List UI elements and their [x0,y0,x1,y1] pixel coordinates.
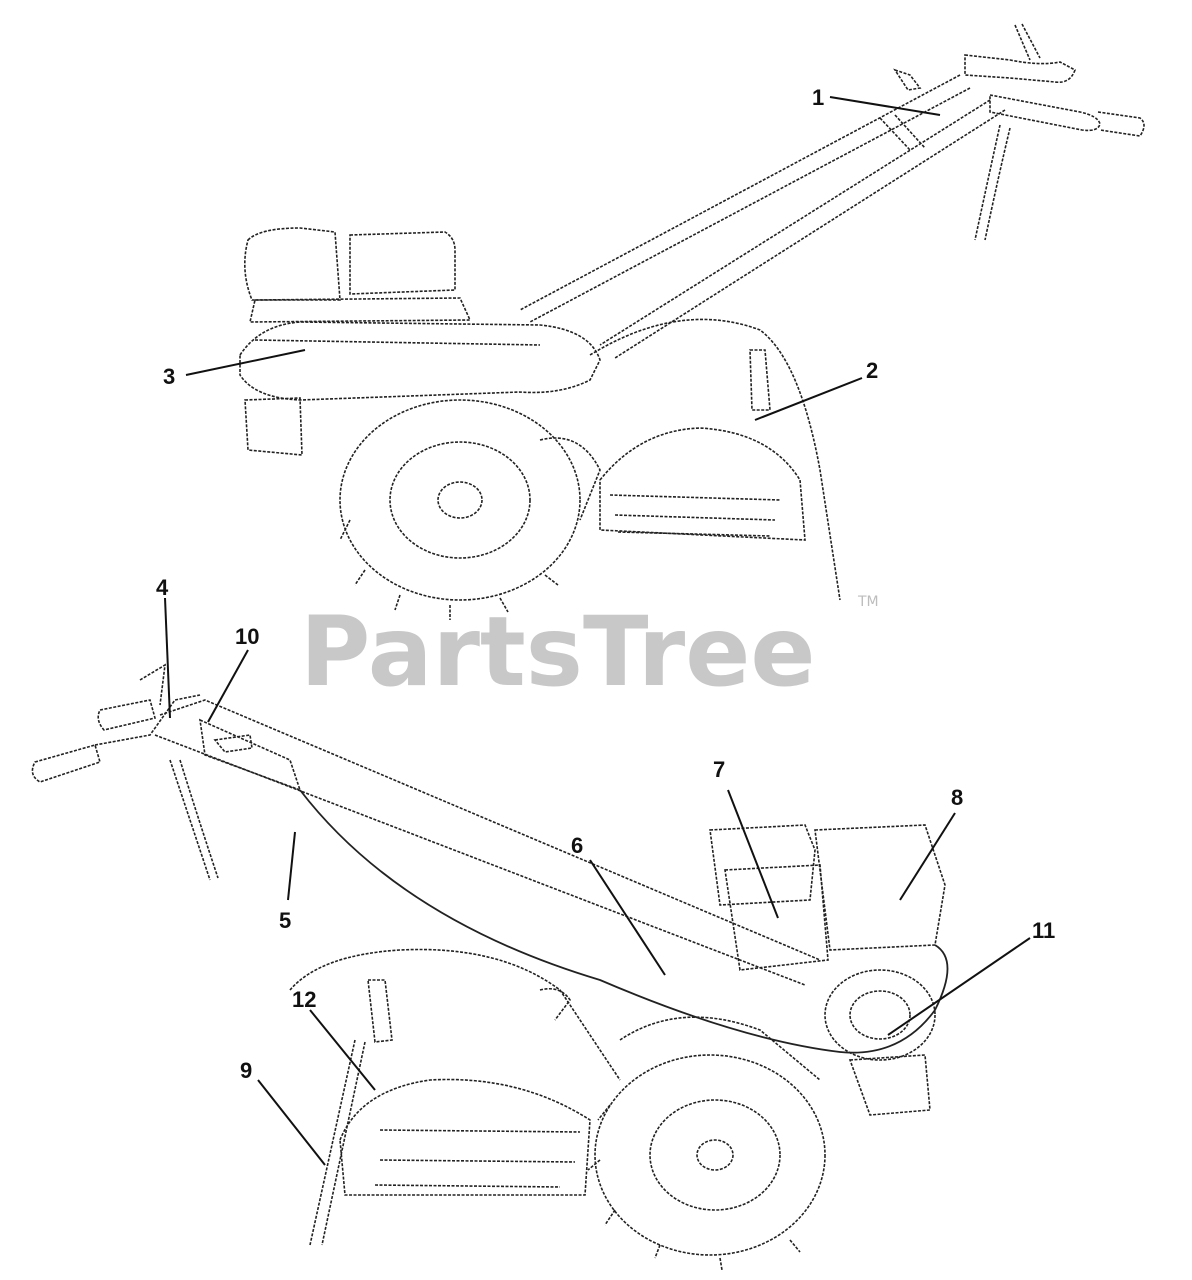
callout-4: 4 [156,575,169,600]
callout-labels: 1 2 3 4 5 6 7 8 9 10 11 12 [156,85,1055,1083]
wheel-hub [437,481,483,519]
engine-base [248,297,472,323]
handle-decal [213,734,253,753]
engine-recoil-starter [824,969,936,1061]
callout-7: 7 [713,757,725,782]
callout-2: 2 [866,358,878,383]
engine-air-cleaner [349,231,456,295]
leader-11 [887,937,1031,1036]
leader-12 [309,1009,376,1091]
engine-fuel-tank [244,227,341,301]
flap-slots [609,494,781,537]
hood-line [254,339,541,346]
callout-6: 6 [571,833,583,858]
starter-cup [849,990,911,1040]
handle-support [974,124,1011,241]
callout-12: 12 [292,987,316,1012]
tiller-upper-drawing [239,23,1145,620]
watermark-trademark: TM [857,594,879,610]
tine-shield [589,318,841,601]
callout-1: 1 [812,85,824,110]
watermark-text: PartsTree [300,596,815,708]
wheel-tire-lower [594,1054,826,1256]
handlebar-bend [94,663,201,746]
depth-bar [749,349,771,411]
leader-9 [257,1079,326,1166]
wheel-rim [389,441,531,559]
callout-11: 11 [1032,918,1055,943]
handle-grip-right-end [1097,111,1145,137]
hitch [539,987,571,1021]
handle-support-lower [169,759,219,881]
engine-fuel-tank-lower [709,824,816,906]
frame-bracket-lower [848,1054,931,1116]
grip-right [97,699,156,731]
control-cable [299,789,949,1054]
leader-3 [185,349,306,376]
handle-tube-upper [599,99,1006,359]
leader-4 [164,597,171,719]
leader-6 [589,859,666,976]
wheel-hub-lower [696,1139,734,1171]
tiller-lower-drawing [31,663,949,1271]
engine-block [814,824,946,951]
tine-shield-flap [599,427,806,541]
transmission [539,437,601,521]
handle-tube-lower [519,74,971,323]
depth-bar-lower [367,979,393,1043]
flap-slots-lower [374,1129,581,1188]
wheel-treads [339,519,559,620]
handle-grip-left [964,54,1076,84]
tine-flap-lower [339,1078,591,1196]
callout-8: 8 [951,785,963,810]
handle-tube-main [154,699,821,986]
leader-1 [829,96,941,116]
hood-body [239,321,601,401]
leader-5 [287,831,296,901]
leader-8 [899,812,956,901]
leader-10 [207,649,249,723]
handle-console [199,718,302,792]
transmission-lower [619,1016,821,1081]
leader-7 [727,789,779,919]
grip-left [31,744,101,783]
callout-3: 3 [163,364,175,389]
depth-stake [309,1039,366,1246]
handle-bracket [879,114,926,151]
leader-lines [164,96,1031,1166]
tine-shield-lower [289,948,621,1081]
callout-5: 5 [279,908,291,933]
callout-10: 10 [235,624,259,649]
control-lever [1014,23,1041,61]
frame-bracket [244,397,303,456]
callout-9: 9 [240,1058,252,1083]
handle-grip-right [989,94,1101,132]
speed-lever [893,68,922,91]
engine-air-cleaner-lower [724,864,829,971]
wheel-rim-lower [649,1099,781,1211]
wheel-tire [339,399,581,601]
leader-2 [754,377,863,421]
wheel-treads-lower [587,1104,801,1271]
